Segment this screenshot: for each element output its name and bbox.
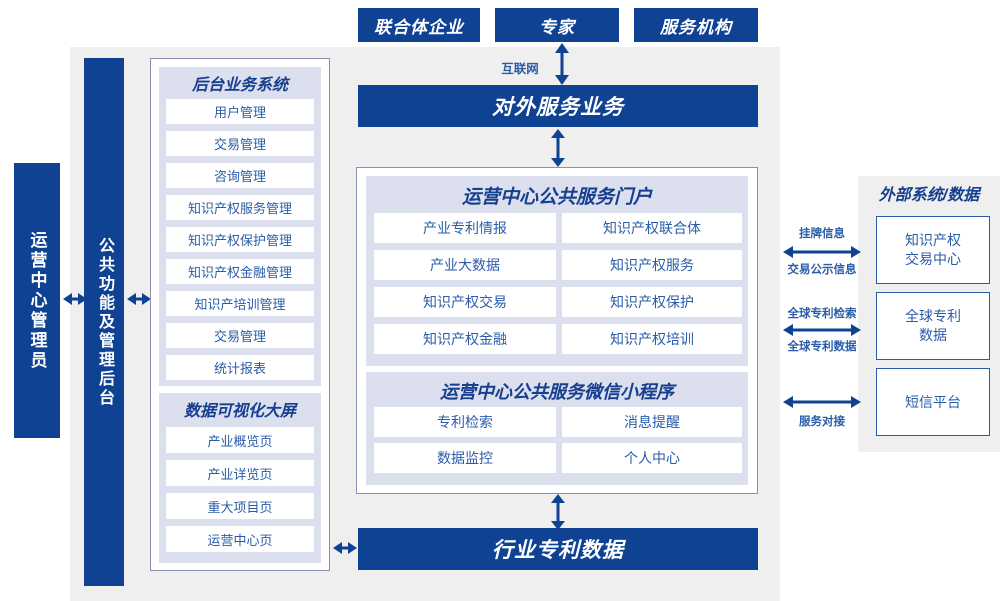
backend-system-title: 后台业务系统 — [191, 76, 288, 94]
external-system-line2: 交易中心 — [905, 251, 961, 267]
portal-item[interactable]: 知识产权保护 — [562, 287, 742, 317]
common-bar-label: 公共功能及管理后台 — [96, 236, 113, 408]
backend-item[interactable]: 用户管理 — [166, 99, 314, 124]
miniprogram-item[interactable]: 专利检索 — [374, 407, 556, 437]
top-actor-box-1: 联合体企业 — [358, 8, 480, 42]
connector-label-below: 全球专利数据 — [787, 341, 857, 353]
external-system-line1: 知识产权 — [905, 232, 961, 249]
top-actor-label: 联合体企业 — [374, 17, 464, 37]
portal-to-industry-data-arrow-icon — [551, 494, 565, 530]
backend-item[interactable]: 知识产培训管理 — [166, 291, 314, 316]
external-system-line2: 数据 — [919, 327, 947, 343]
backend-item[interactable]: 咨询管理 — [166, 163, 314, 188]
admin-to-common-arrow-icon — [63, 293, 87, 305]
visualization-item[interactable]: 产业详览页 — [166, 460, 314, 486]
portal-item[interactable]: 产业大数据 — [374, 250, 556, 280]
internet-double-arrow-icon — [555, 43, 569, 85]
top-actor-box-2: 专家 — [495, 8, 619, 42]
backend-item[interactable]: 知识产权金融管理 — [166, 259, 314, 284]
visualization-item[interactable]: 运营中心页 — [166, 526, 314, 552]
top-actor-label: 服务机构 — [660, 17, 732, 37]
miniprogram-item[interactable]: 数据监控 — [374, 443, 556, 473]
external-connector-arrow-icon — [783, 246, 861, 258]
admin-vertical-bar: 运营中心管理员 — [14, 163, 60, 438]
top-actor-box-3: 服务机构 — [634, 8, 758, 42]
backend-item[interactable]: 交易管理 — [166, 131, 314, 156]
external-service-bar: 对外服务业务 — [358, 85, 758, 127]
external-system-line1: 短信平台 — [905, 393, 961, 410]
common-function-vertical-bar: 公共功能及管理后台 — [84, 58, 124, 586]
external-connector-arrow-icon — [783, 396, 861, 408]
external-systems-title: 外部系统/数据 — [878, 187, 980, 204]
connector-label-below: 服务对接 — [799, 416, 845, 428]
external-system-box[interactable]: 知识产权 交易中心 — [876, 216, 990, 284]
data-visualization-title: 数据可视化大屏 — [183, 403, 296, 420]
external-service-label: 对外服务业务 — [492, 96, 624, 119]
miniprogram-item[interactable]: 消息提醒 — [562, 407, 742, 437]
visualization-to-industry-data-arrow-icon — [333, 542, 357, 554]
external-system-line1: 全球专利 — [905, 308, 961, 325]
visualization-item[interactable]: 重大项目页 — [166, 493, 314, 519]
service-to-portal-arrow-icon — [551, 129, 565, 167]
connector-label-below: 交易公示信息 — [787, 264, 857, 276]
common-to-backend-arrow-icon — [127, 293, 151, 305]
external-system-box[interactable]: 全球专利 数据 — [876, 292, 990, 360]
miniprogram-title: 运营中心公共服务微信小程序 — [440, 382, 674, 402]
portal-item[interactable]: 知识产权服务 — [562, 250, 742, 280]
visualization-item[interactable]: 产业概览页 — [166, 427, 314, 453]
backend-item[interactable]: 知识产权保护管理 — [166, 227, 314, 252]
connector-label-above: 挂牌信息 — [799, 228, 845, 240]
portal-item[interactable]: 知识产权培训 — [562, 324, 742, 354]
industry-patent-data-bar: 行业专利数据 — [358, 528, 758, 570]
admin-bar-label: 运营中心管理员 — [27, 230, 47, 371]
external-system-box[interactable]: 短信平台 — [876, 368, 990, 436]
portal-item[interactable]: 知识产权联合体 — [562, 213, 742, 243]
portal-title: 运营中心公共服务门户 — [461, 186, 652, 208]
miniprogram-item[interactable]: 个人中心 — [562, 443, 742, 473]
external-connector-arrow-icon — [783, 324, 861, 336]
backend-item[interactable]: 知识产权服务管理 — [166, 195, 314, 220]
connector-label-above: 全球专利检索 — [787, 308, 857, 320]
internet-label: 互联网 — [501, 62, 539, 76]
industry-patent-data-label: 行业专利数据 — [492, 539, 624, 562]
top-actor-label: 专家 — [539, 17, 575, 37]
backend-item[interactable]: 统计报表 — [166, 355, 314, 380]
portal-item[interactable]: 知识产权金融 — [374, 324, 556, 354]
portal-item[interactable]: 产业专利情报 — [374, 213, 556, 243]
portal-item[interactable]: 知识产权交易 — [374, 287, 556, 317]
backend-item[interactable]: 交易管理 — [166, 323, 314, 348]
